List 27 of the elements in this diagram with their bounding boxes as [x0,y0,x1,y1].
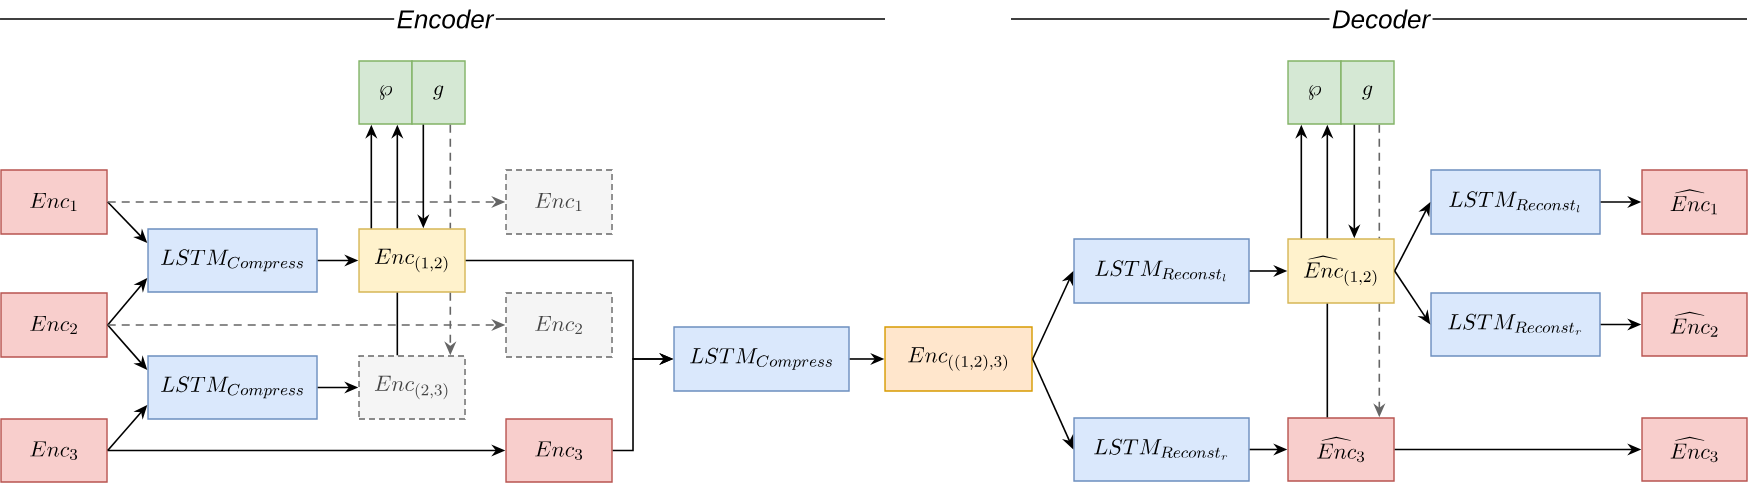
ghost-box: $Enc_2$ [505,292,613,358]
lstm-box: $LSTM_{Compress}$ [147,355,318,420]
encoding-box: $\widehat{Enc}_3$ [1641,417,1748,482]
function-cell: $g$ [411,60,466,125]
ghost-box: $Enc_{(2,3)}$ [358,355,466,420]
encoding-box: $\widehat{Enc}_2$ [1641,292,1748,357]
function-cell: $\wp$ [1287,60,1342,125]
encoding-box: $Enc_2$ [0,292,108,358]
encoding-box: $Enc_3$ [505,418,613,483]
encoding-box: $Enc_{(1,2)}$ [358,228,466,293]
lstm-box: $LSTM_{Compress}$ [147,228,318,293]
lstm-box: $LSTM_{Reconst_r}$ [1073,417,1250,482]
function-cell: $\wp$ [358,60,413,125]
function-cell: $g$ [1340,60,1395,125]
encoding-box: $Enc_3$ [0,418,108,483]
lstm-box: $LSTM_{Reconst_l}$ [1430,169,1601,235]
encoding-box: $\widehat{Enc}_1$ [1641,169,1748,235]
lstm-box: $LSTM_{Compress}$ [673,326,850,392]
encoding-box: $\widehat{Enc}_{(1,2)}$ [1287,238,1395,304]
lstm-box: $LSTM_{Reconst_l}$ [1073,238,1250,304]
heading: Decoder [1332,9,1431,29]
lstm-box: $LSTM_{Reconst_r}$ [1430,292,1601,357]
heading: Encoder [397,9,495,29]
encoding-box: $Enc_{((1,2),3)}$ [884,326,1033,392]
ghost-box: $Enc_1$ [505,169,613,235]
encoding-box: $Enc_1$ [0,169,108,235]
encoding-box: $\widehat{Enc}_3$ [1287,417,1395,482]
